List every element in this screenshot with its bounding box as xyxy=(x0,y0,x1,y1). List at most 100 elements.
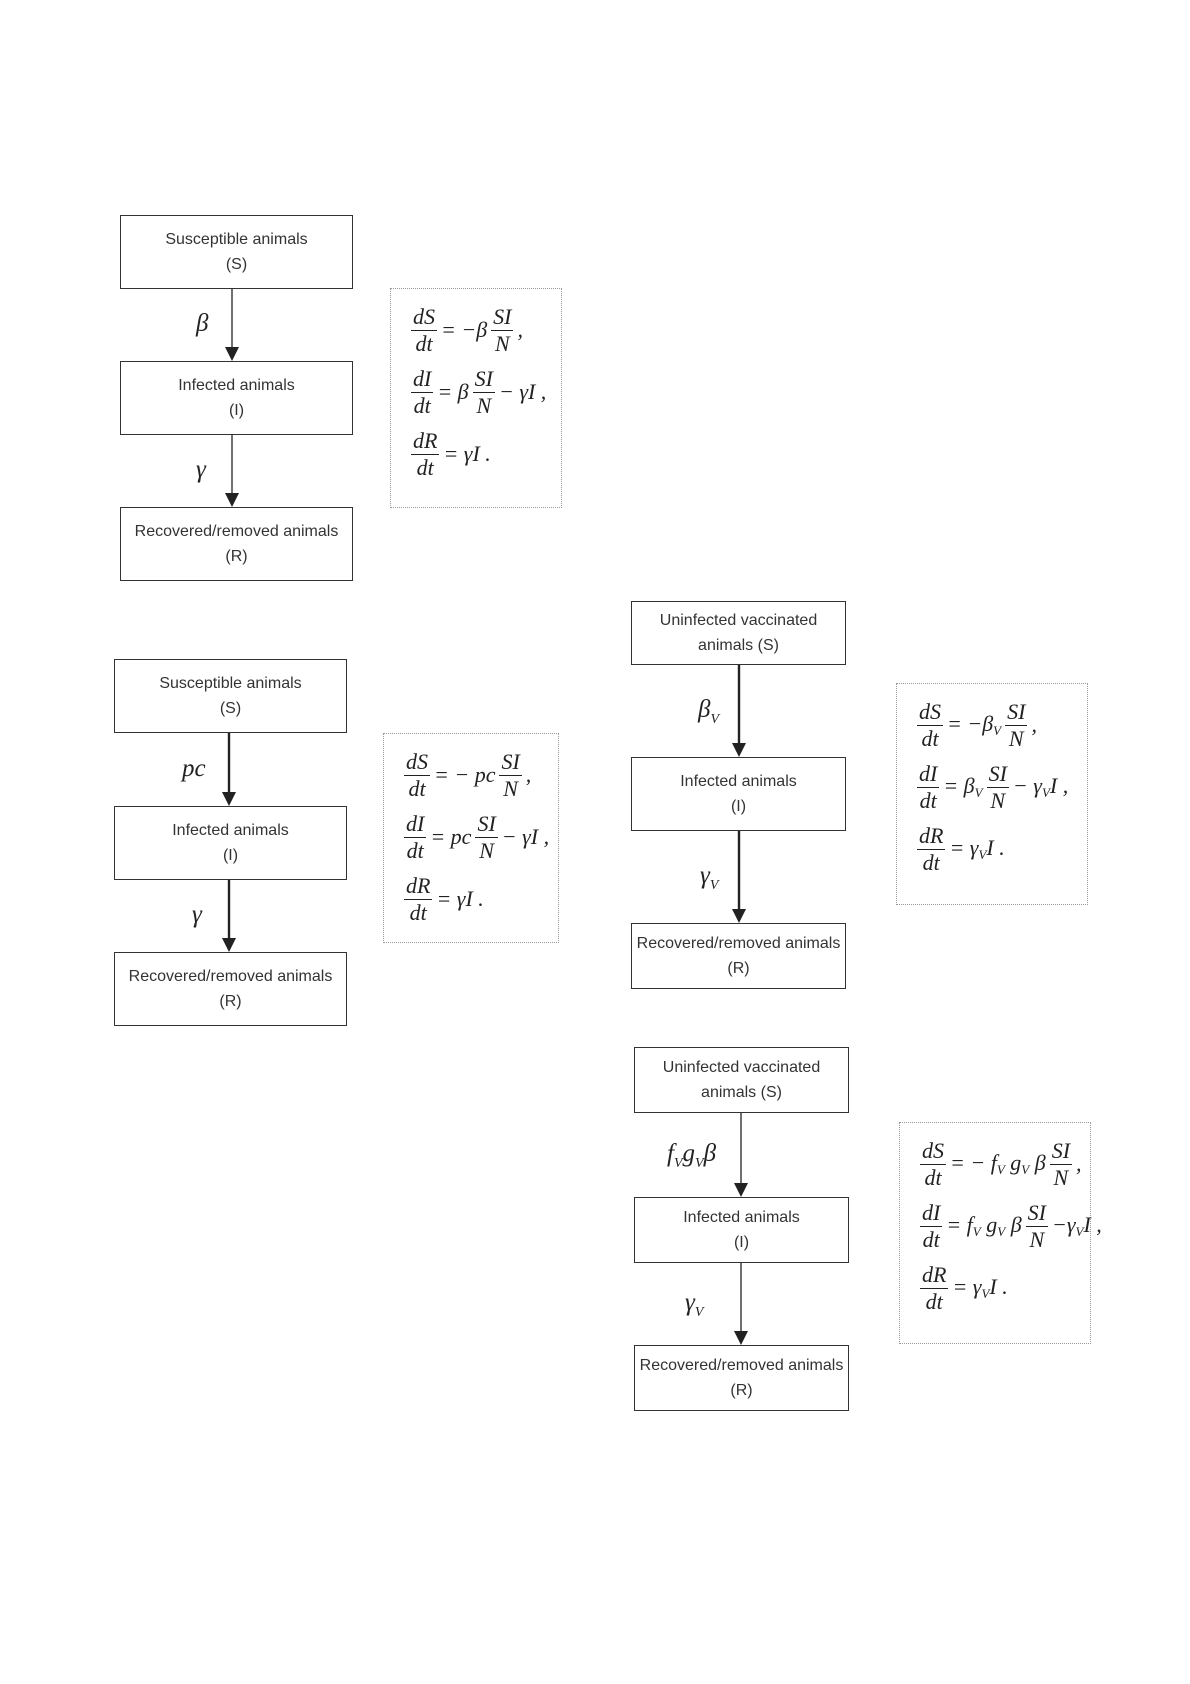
fraction-denominator: dt xyxy=(922,1226,940,1252)
equation-term: − γI , xyxy=(498,379,547,404)
box-label-line: animals (S) xyxy=(698,637,779,654)
equation-subscript: V xyxy=(972,1224,981,1239)
fraction-numerator: dI xyxy=(917,760,940,788)
recovered-box: Recovered/removed animals (R) xyxy=(631,923,846,989)
fraction-numerator: dS xyxy=(404,748,430,776)
infected-box: Infected animals(I) xyxy=(114,806,347,880)
fraction-denominator: dt xyxy=(413,392,431,418)
rate-label: γV xyxy=(700,863,718,893)
equation-subscript: V xyxy=(1075,1224,1084,1239)
equation-rhs: = − pc xyxy=(434,762,495,788)
fraction-numerator: dI xyxy=(404,810,427,838)
equation-subscript: V xyxy=(974,785,983,800)
infected-box: Infected animals(I) xyxy=(634,1197,849,1263)
box-label-line: Susceptible animals xyxy=(165,231,308,248)
box-label-line: animals (S) xyxy=(701,1084,782,1101)
rate-symbol: f xyxy=(667,1140,674,1167)
transition-arrow xyxy=(732,665,746,757)
fraction-numerator: dR xyxy=(917,822,946,850)
fraction-denominator: dt xyxy=(409,899,427,925)
fraction-denominator: N xyxy=(479,837,494,863)
fraction-denominator: dt xyxy=(924,1164,942,1190)
equation-tail: − γI , xyxy=(499,379,546,405)
fraction-denominator: dt xyxy=(921,725,939,751)
rate-subscript: V xyxy=(673,1156,683,1171)
box-label-line: Infected animals xyxy=(172,822,289,839)
susceptible-box: Susceptible animals(S) xyxy=(114,659,347,733)
equation-tail: −γVI , xyxy=(1052,1212,1102,1240)
equation-term: I . xyxy=(986,835,1005,860)
recovered-box: Recovered/removed animals(R) xyxy=(120,507,353,581)
rate-label: βV xyxy=(698,697,719,727)
arrow-head xyxy=(222,938,236,952)
equation-subscript: V xyxy=(996,1162,1005,1177)
equation-term: g xyxy=(980,1212,998,1237)
fraction-denominator: N xyxy=(1008,725,1024,751)
fraction-numerator: SI xyxy=(472,365,495,393)
rate-symbol: γ xyxy=(196,456,206,483)
rate-label: γV xyxy=(685,1290,703,1320)
transition-arrow xyxy=(222,880,236,952)
equation-term: = f xyxy=(946,1212,973,1237)
equation-rhs: = pc xyxy=(430,824,471,850)
equation-subscript: V xyxy=(993,723,1002,738)
equation-subscript: V xyxy=(1021,1162,1030,1177)
box-label-line: Recovered/removed animals xyxy=(636,935,841,952)
equation-subscript: V xyxy=(981,1286,990,1301)
equation-rhs: = −β xyxy=(441,317,487,343)
rate-symbol: β xyxy=(196,310,209,337)
rate-label: fVgVβ xyxy=(667,1141,716,1171)
equation-rhs: = γVI . xyxy=(949,835,1004,863)
equation-term: β xyxy=(1029,1150,1046,1175)
equation-term: = β xyxy=(437,379,469,404)
susceptible-box: Uninfected vaccinated animals (S) xyxy=(634,1047,849,1113)
rate-symbol: β xyxy=(698,696,711,723)
fraction-denominator: dt xyxy=(415,330,433,356)
box-label-line: Uninfected vaccinated xyxy=(659,612,818,629)
equation-term: −γ xyxy=(1052,1212,1076,1237)
arrow-head xyxy=(225,493,239,507)
box-label-line: (I) xyxy=(733,1234,750,1251)
fraction-numerator: dI xyxy=(920,1199,943,1227)
equation-tail: , xyxy=(1031,712,1037,738)
box-label-line: (S) xyxy=(225,256,248,273)
box-label-line: (R) xyxy=(727,960,750,977)
fraction-numerator: dR xyxy=(411,427,440,455)
box-label-line: Uninfected vaccinated xyxy=(662,1059,821,1076)
equation-term: I . xyxy=(989,1274,1008,1299)
equation-term: I , xyxy=(1049,773,1069,798)
rate-symbol: β xyxy=(703,1140,717,1167)
fraction-numerator: dI xyxy=(411,365,434,393)
equation-rhs: = β xyxy=(437,379,468,405)
rate-label: γ xyxy=(192,902,202,927)
box-label-line: Recovered/removed animals xyxy=(128,968,333,985)
equation-subscript: V xyxy=(978,847,987,862)
fraction-numerator: dR xyxy=(920,1261,949,1289)
fraction-denominator: dt xyxy=(406,837,424,863)
equation-subscript: V xyxy=(1041,785,1050,800)
rate-symbol: pc xyxy=(182,754,206,782)
fraction-denominator: N xyxy=(503,775,518,801)
arrow-head xyxy=(225,347,239,361)
rate-subscript: V xyxy=(695,1156,704,1171)
